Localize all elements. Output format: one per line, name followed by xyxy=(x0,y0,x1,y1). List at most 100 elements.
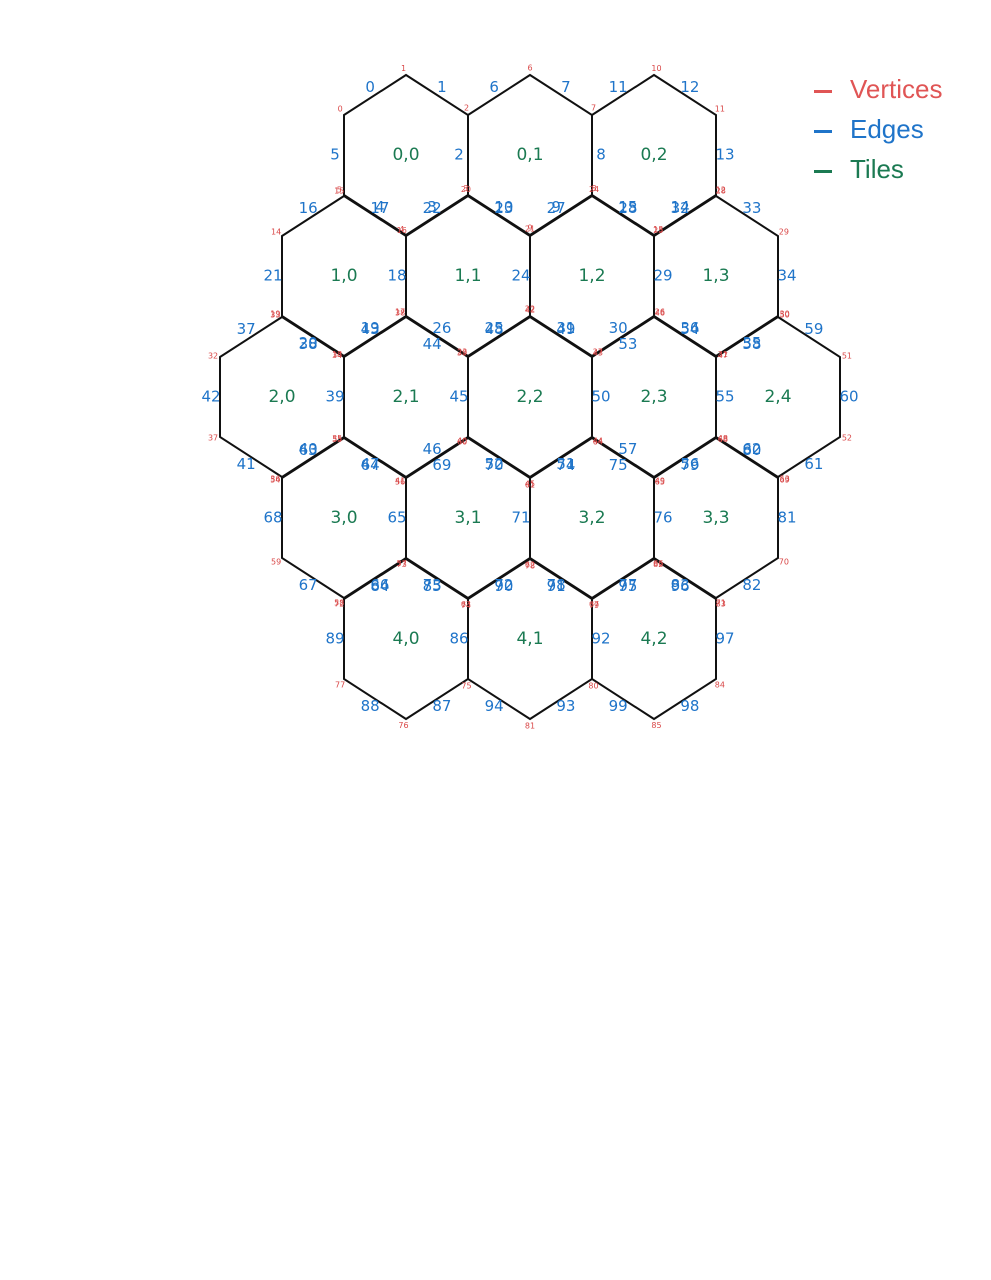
edge-label: 86 xyxy=(449,630,468,648)
edge-label: 77 xyxy=(618,576,637,594)
edge-label: 59 xyxy=(804,320,823,338)
edge-label: 90 xyxy=(494,577,513,595)
edge-label: 24 xyxy=(511,267,530,285)
edge-label: 27 xyxy=(547,199,566,217)
vertex-label: 15 xyxy=(334,186,344,195)
vertices-swatch xyxy=(814,90,832,93)
edge-label: 11 xyxy=(609,78,628,96)
edge-label: 87 xyxy=(432,697,451,715)
edge-label: 61 xyxy=(804,455,823,473)
vertex-label: 28 xyxy=(716,186,726,195)
vertex-label: 11 xyxy=(715,105,725,114)
edge-label: 23 xyxy=(494,199,513,217)
vertex-label: 63 xyxy=(461,600,471,609)
edge-label: 67 xyxy=(299,576,318,594)
tile-label: 1,3 xyxy=(702,266,729,286)
edge-label: 83 xyxy=(671,576,690,594)
edge-label: 79 xyxy=(680,456,699,474)
edge-label: 4 xyxy=(375,198,385,216)
edge-label: 26 xyxy=(432,319,451,337)
edge-label: 89 xyxy=(325,630,344,648)
edge-label: 91 xyxy=(547,577,566,595)
edge-label: 17 xyxy=(370,199,389,217)
edge-label: 72 xyxy=(494,576,513,594)
vertex-label: 69 xyxy=(780,476,790,485)
vertex-label: 77 xyxy=(335,680,345,689)
edge-label: 9 xyxy=(551,198,561,216)
vertex-label: 25 xyxy=(653,226,663,235)
vertex-label: 56 xyxy=(395,477,405,486)
vertex-label: 83 xyxy=(716,600,726,609)
vertex-label: 76 xyxy=(398,721,408,730)
vertex-label: 71 xyxy=(716,599,726,608)
vertex-label: 6 xyxy=(527,64,532,73)
vertex-label: 44 xyxy=(593,436,603,445)
vertex-label: 17 xyxy=(395,308,405,317)
edge-label: 5 xyxy=(330,146,340,164)
vertex-label: 39 xyxy=(457,349,467,358)
edge-label: 28 xyxy=(618,199,637,217)
edge-label: 78 xyxy=(547,576,566,594)
edge-label: 74 xyxy=(556,456,575,474)
edge-label: 54 xyxy=(680,320,699,338)
tile-label: 2,1 xyxy=(392,387,419,407)
edge-label: 45 xyxy=(449,388,468,406)
vertex-label: 42 xyxy=(525,306,535,315)
vertex-label: 16 xyxy=(397,226,407,235)
vertex-label: 60 xyxy=(457,437,467,446)
tile-label: 2,4 xyxy=(764,387,791,407)
tile-label: 4,1 xyxy=(516,629,543,649)
edge-label: 14 xyxy=(671,198,690,216)
vertex-label: 84 xyxy=(715,680,725,689)
edge-label: 92 xyxy=(591,630,610,648)
edge-label: 85 xyxy=(423,577,442,595)
tile-label: 3,0 xyxy=(330,508,357,528)
legend-label-edges: Edges xyxy=(850,114,924,144)
edge-label: 80 xyxy=(742,441,761,459)
edge-label: 8 xyxy=(596,146,606,164)
vertex-label: 18 xyxy=(332,350,342,359)
vertex-label: 82 xyxy=(653,560,663,569)
edge-label: 16 xyxy=(299,199,318,217)
vertex-label: 35 xyxy=(332,434,342,443)
edge-label: 73 xyxy=(423,576,442,594)
edge-label: 76 xyxy=(653,509,672,527)
edge-label: 84 xyxy=(370,577,389,595)
vertex-label: 26 xyxy=(655,308,665,317)
vertex-label: 36 xyxy=(270,475,280,484)
edge-label: 31 xyxy=(556,319,575,337)
vertex-label: 1 xyxy=(401,64,406,73)
edge-label: 0 xyxy=(365,78,375,96)
vertex-label: 67 xyxy=(589,600,599,609)
vertex-label: 47 xyxy=(718,351,728,360)
edge-label: 25 xyxy=(485,319,504,337)
vertex-label: 21 xyxy=(525,225,535,234)
vertex-label: 81 xyxy=(525,722,535,731)
legend-item-edges: Edges xyxy=(810,112,980,152)
edge-label: 2 xyxy=(454,146,464,164)
edge-label: 88 xyxy=(361,697,380,715)
vertex-label: 27 xyxy=(593,348,603,357)
edge-label: 60 xyxy=(839,388,858,406)
edge-label: 97 xyxy=(715,630,734,648)
edge-label: 15 xyxy=(618,198,637,216)
edge-label: 70 xyxy=(485,456,504,474)
edge-label: 7 xyxy=(561,78,571,96)
edge-label: 71 xyxy=(511,509,530,527)
edge-label: 64 xyxy=(361,456,380,474)
edge-label: 75 xyxy=(609,456,628,474)
legend-item-tiles: Tiles xyxy=(810,152,980,192)
vertex-label: 52 xyxy=(842,433,852,442)
edge-label: 33 xyxy=(742,199,761,217)
vertex-label: 61 xyxy=(525,481,535,490)
vertex-label: 58 xyxy=(334,599,344,608)
edge-label: 10 xyxy=(494,198,513,216)
vertex-label: 31 xyxy=(718,350,728,359)
vertex-label: 79 xyxy=(589,601,599,610)
vertex-label: 9 xyxy=(527,224,532,233)
edge-label: 42 xyxy=(201,388,220,406)
vertex-label: 4 xyxy=(399,225,404,234)
vertex-label: 50 xyxy=(780,310,790,319)
